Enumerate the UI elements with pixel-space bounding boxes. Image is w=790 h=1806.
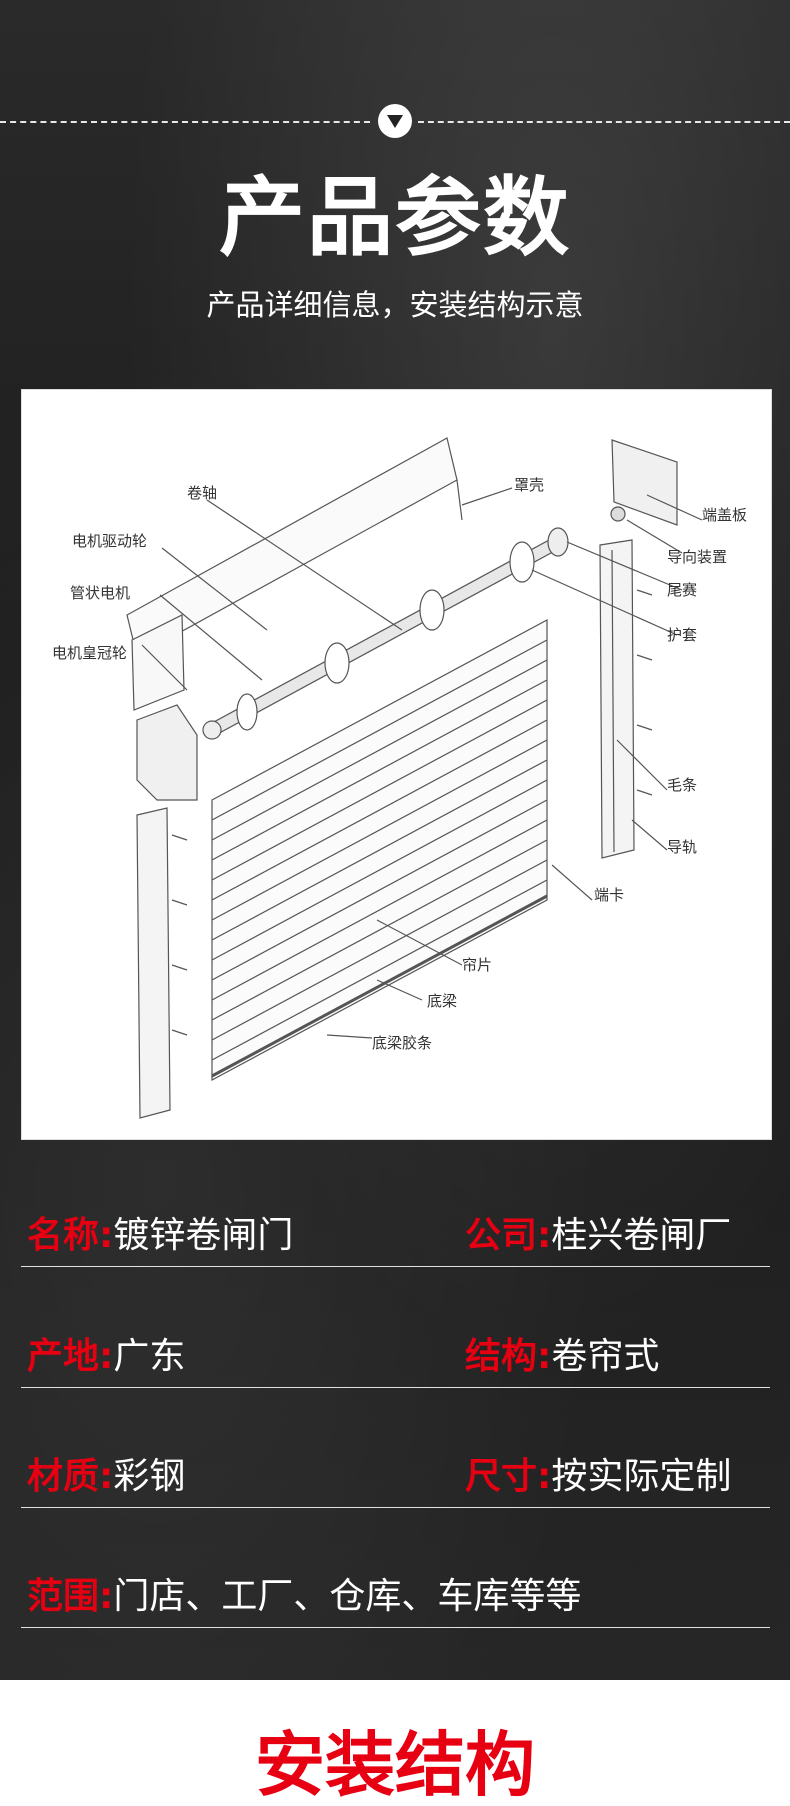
spec-row-origin-structure: 产地:广东 结构:卷帘式: [21, 1327, 770, 1388]
label-maotiao: 毛条: [667, 776, 697, 794]
spec-row-name-company: 名称:镀锌卷闸门 公司:桂兴卷闸厂: [21, 1206, 770, 1267]
spec-scope: 范围:门店、工厂、仓库、车库等等: [27, 1567, 581, 1627]
spec-value: 桂兴卷闸厂: [551, 1215, 732, 1256]
spec-value: 彩钢: [113, 1456, 186, 1497]
label-duanka: 端卡: [594, 886, 624, 904]
dotted-divider-right: [418, 121, 790, 123]
label-dianji-qudonglun: 电机驱动轮: [72, 532, 147, 550]
spec-value: 广东: [113, 1336, 186, 1377]
spec-origin: 产地:广东: [27, 1327, 185, 1387]
label-juanzhou: 卷轴: [187, 484, 217, 502]
label-daogui: 导轨: [667, 838, 697, 856]
spec-key: 材质:: [27, 1456, 114, 1497]
spec-value: 卷帘式: [551, 1336, 660, 1377]
spec-key: 产地:: [27, 1336, 114, 1377]
next-section-title: 安装结构: [255, 1724, 535, 1806]
label-dianji-huangguanlun: 电机皇冠轮: [52, 644, 127, 662]
spec-company: 公司:桂兴卷闸厂: [465, 1206, 731, 1266]
label-diliang-jiaotiao: 底梁胶条: [372, 1034, 432, 1052]
dotted-divider-left: [0, 121, 370, 123]
spec-key: 尺寸:: [465, 1456, 552, 1497]
label-guanzhuang-dianji: 管状电机: [70, 584, 130, 602]
spec-key: 名称:: [27, 1215, 114, 1256]
spec-key: 范围:: [27, 1576, 114, 1617]
spec-name: 名称:镀锌卷闸门: [27, 1206, 293, 1266]
section-title: 产品参数: [219, 168, 571, 268]
spec-row-material-size: 材质:彩钢 尺寸:按实际定制: [21, 1447, 770, 1508]
label-diliang: 底梁: [427, 992, 457, 1010]
label-daoxiang-zhuangzhi: 导向装置: [667, 548, 727, 566]
spec-structure: 结构:卷帘式: [465, 1327, 659, 1387]
spec-row-scope: 范围:门店、工厂、仓库、车库等等: [21, 1567, 770, 1628]
spec-key: 公司:: [465, 1215, 552, 1256]
down-triangle-icon: [378, 104, 412, 138]
spec-value: 门店、工厂、仓库、车库等等: [113, 1576, 582, 1617]
label-zhaoke: 罩壳: [514, 476, 544, 494]
spec-value: 按实际定制: [551, 1456, 732, 1497]
spec-material: 材质:彩钢: [27, 1447, 185, 1507]
rolling-shutter-exploded-view: 卷轴 罩壳 端盖板 电机驱动轮 导向装置 尾赛 管状电机 护套 电机皇冠轮 毛条…: [52, 437, 747, 1119]
label-lianpian: 帘片: [462, 956, 492, 974]
label-hutao: 护套: [667, 626, 697, 644]
spec-size: 尺寸:按实际定制: [465, 1447, 731, 1507]
spec-value: 镀锌卷闸门: [113, 1215, 294, 1256]
installation-diagram: 卷轴 罩壳 端盖板 电机驱动轮 导向装置 尾赛 管状电机 护套 电机皇冠轮 毛条…: [21, 389, 772, 1140]
spec-key: 结构:: [465, 1336, 552, 1377]
section-subtitle: 产品详细信息，安装结构示意: [206, 288, 584, 322]
label-duangaiban: 端盖板: [702, 506, 747, 524]
label-weisai: 尾赛: [667, 581, 697, 599]
